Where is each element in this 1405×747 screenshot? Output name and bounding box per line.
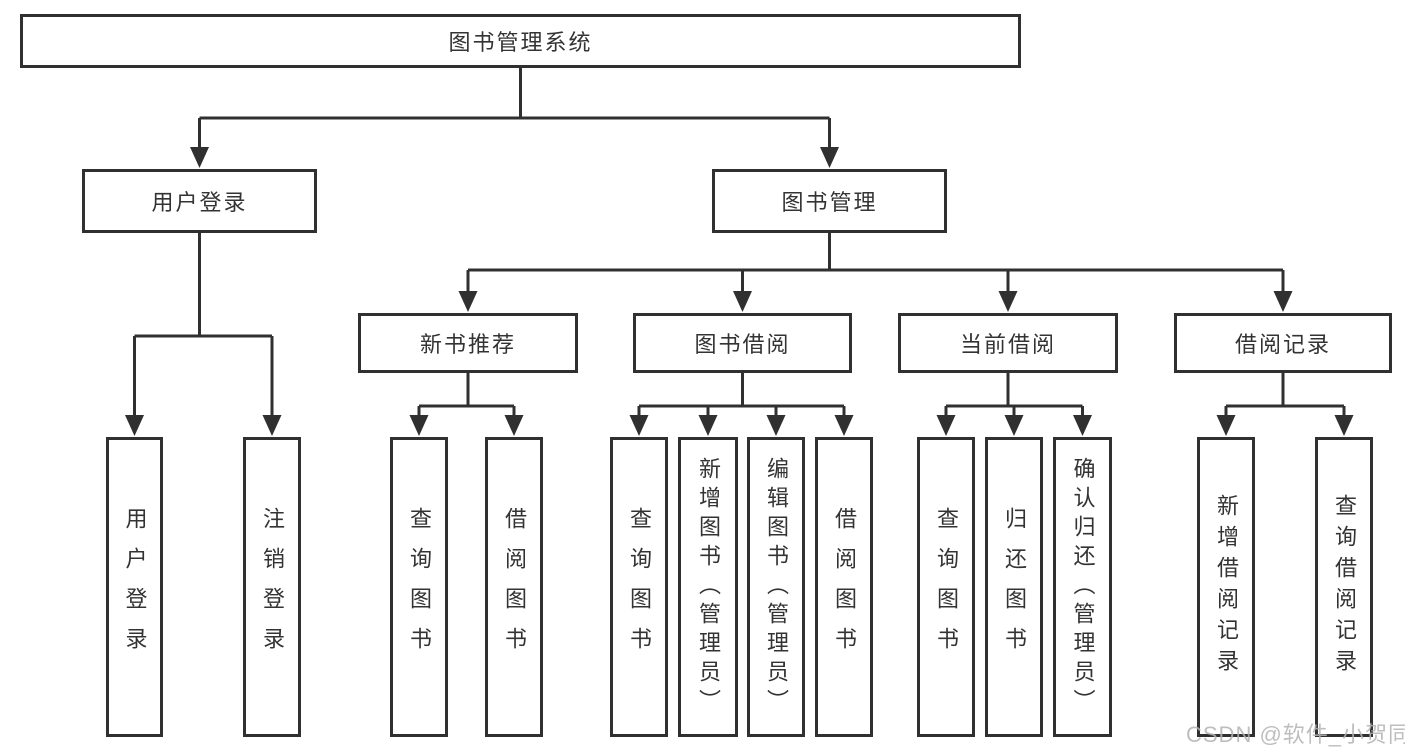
leaf-borrow-borrow-book: 借阅图书 <box>815 437 873 737</box>
leaf-newbook-borrow-book: 借阅图书 <box>485 437 543 737</box>
node-label: 图书管理 <box>781 190 878 215</box>
csdn-watermark: CSDN @软件_小贺同学 <box>1186 722 1405 747</box>
node-label: 用户登录 <box>122 507 148 667</box>
node-label: 编辑图书（管理员） <box>764 456 789 718</box>
node-label: 用户登录 <box>151 190 248 215</box>
leaf-borrow-add-book-admin: 新增图书（管理员） <box>678 437 738 737</box>
node-book-borrow: 图书借阅 <box>633 313 852 373</box>
node-label: 确认归还（管理员） <box>1070 456 1096 718</box>
node-label: 借阅记录 <box>1234 332 1331 357</box>
node-label: 借阅图书 <box>502 507 527 667</box>
leaf-borrow-query-book: 查询图书 <box>610 437 668 737</box>
leaf-current-confirm-return-admin: 确认归还（管理员） <box>1053 437 1112 737</box>
node-label: 查询图书 <box>627 507 652 667</box>
leaf-user-login: 用户登录 <box>106 437 163 737</box>
leaf-current-query-book: 查询图书 <box>917 437 975 737</box>
node-label: 查询图书 <box>407 507 432 667</box>
node-book-management: 图书管理 <box>712 169 947 233</box>
node-user-login: 用户登录 <box>82 169 317 233</box>
node-new-book-recommend: 新书推荐 <box>358 313 578 373</box>
leaf-borrow-edit-book-admin: 编辑图书（管理员） <box>747 437 805 737</box>
node-label: 查询借阅记录 <box>1332 494 1357 680</box>
node-label: 图书管理系统 <box>448 30 593 55</box>
node-label: 借阅图书 <box>832 507 857 667</box>
leaf-records-add-borrow-record: 新增借阅记录 <box>1197 437 1255 737</box>
node-label: 查询图书 <box>934 507 959 667</box>
node-label: 新增图书（管理员） <box>696 456 721 718</box>
node-label: 新增借阅记录 <box>1214 494 1239 680</box>
leaf-logout-login: 注销登录 <box>243 437 301 737</box>
leaf-newbook-query-book: 查询图书 <box>390 437 448 737</box>
leaf-current-return-book: 归还图书 <box>985 437 1043 737</box>
node-label: 新书推荐 <box>419 332 516 357</box>
node-label: 注销登录 <box>260 507 285 667</box>
node-label: 当前借阅 <box>959 332 1056 357</box>
node-root: 图书管理系统 <box>20 14 1021 68</box>
node-borrow-records: 借阅记录 <box>1174 313 1392 373</box>
node-label: 归还图书 <box>1002 507 1027 667</box>
node-current-borrow: 当前借阅 <box>898 313 1118 373</box>
leaf-records-query-borrow-record: 查询借阅记录 <box>1315 437 1373 737</box>
node-label: 图书借阅 <box>694 332 791 357</box>
